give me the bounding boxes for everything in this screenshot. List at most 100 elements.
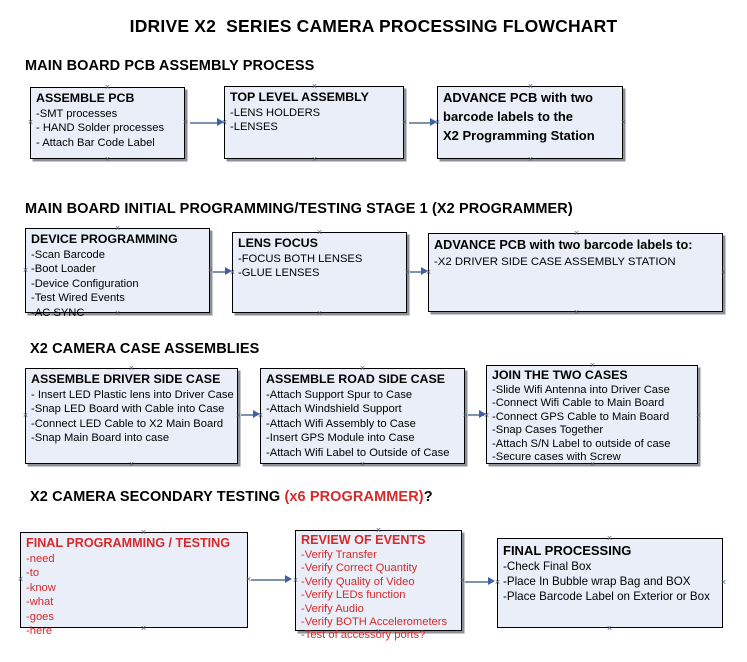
- handle-x-icon[interactable]: [26, 118, 35, 127]
- section-heading-4: X2 CAMERA SECONDARY TESTING (x6 PROGRAMM…: [30, 489, 433, 505]
- handle-x-icon[interactable]: [694, 411, 703, 420]
- connector-line: [241, 414, 257, 416]
- box-line: -SMT processes: [36, 108, 118, 120]
- handle-x-icon[interactable]: [291, 576, 300, 585]
- box-title: DEVICE PROGRAMMING: [31, 232, 178, 246]
- box-line: - HAND Solder processes: [36, 122, 165, 135]
- handle-x-icon[interactable]: [310, 155, 319, 164]
- handle-x-icon[interactable]: [400, 118, 409, 127]
- box-line: -Verify LEDs function: [301, 589, 406, 602]
- handle-x-icon[interactable]: [358, 460, 367, 469]
- box-title: FINAL PROGRAMMING / TESTING: [26, 536, 231, 550]
- box-line: -to: [26, 567, 40, 580]
- connector-line: [468, 414, 484, 416]
- handle-x-icon[interactable]: [605, 534, 614, 543]
- box-line: -Scan Barcode: [31, 249, 106, 261]
- handle-x-icon[interactable]: [103, 155, 112, 164]
- box-lens-focus[interactable]: LENS FOCUS -FOCUS BOTH LENSES -GLUE LENS…: [232, 232, 407, 313]
- handle-x-icon[interactable]: [572, 308, 581, 317]
- handle-x-icon[interactable]: [572, 229, 581, 238]
- box-assemble-driver-side-case[interactable]: ASSEMBLE DRIVER SIDE CASE - Insert LED P…: [25, 368, 238, 464]
- section-heading-4-main: X2 CAMERA SECONDARY TESTING: [30, 489, 285, 505]
- box-line: -Verify Quality of Video: [301, 575, 415, 588]
- box-line: -Attach S/N Label to outside of case: [492, 437, 671, 450]
- handle-x-icon[interactable]: [181, 118, 190, 127]
- handle-x-icon[interactable]: [526, 155, 535, 164]
- box-title: TOP LEVEL ASSEMBLY: [230, 90, 369, 104]
- box-line: -need: [26, 553, 55, 565]
- arrow-head-icon: [253, 410, 260, 418]
- box-line: -goes: [26, 610, 54, 623]
- box-title: ASSEMBLE PCB: [36, 91, 135, 105]
- box-final-programming-testing[interactable]: FINAL PROGRAMMING / TESTING -need -to -k…: [20, 532, 248, 637]
- box-join-the-two-cases[interactable]: JOIN THE TWO CASES -Slide Wifi Antenna i…: [486, 365, 698, 464]
- page-title: IDRIVE X2 SERIES CAMERA PROCESSING FLOWC…: [129, 16, 618, 36]
- handle-x-icon[interactable]: [619, 118, 628, 127]
- handle-x-icon[interactable]: [16, 575, 25, 584]
- box-line: -Test Wired Events: [31, 292, 125, 305]
- box-assemble-road-side-case[interactable]: ASSEMBLE ROAD SIDE CASE -Attach Support …: [260, 368, 465, 464]
- box-line: -Connect Wifi Cable to Main Board: [492, 397, 665, 410]
- arrow-head-icon: [225, 267, 232, 275]
- box-line: - Insert LED Plastic lens into Driver Ca…: [31, 389, 234, 401]
- handle-x-icon[interactable]: [113, 309, 122, 318]
- box-line: -Attach Wifi Label to Outside of Case: [266, 446, 450, 459]
- handle-x-icon[interactable]: [139, 528, 148, 537]
- section-heading-4-red: (x6 PROGRAMMER): [284, 489, 424, 505]
- box-final-processing[interactable]: FINAL PROCESSING -Check Final Box -Place…: [497, 538, 723, 628]
- connector-line: [213, 271, 229, 273]
- box-line: -Snap LED Board with Cable into Case: [31, 403, 225, 416]
- handle-x-icon[interactable]: [374, 526, 383, 535]
- box-line: -Connect GPS Cable to Main Board: [492, 410, 670, 423]
- section-heading-1: MAIN BOARD PCB ASSEMBLY PROCESS: [25, 58, 315, 74]
- box-top-level-assembly[interactable]: TOP LEVEL ASSEMBLY -LENS HOLDERS -LENSES: [224, 86, 404, 159]
- handle-x-icon[interactable]: [113, 224, 122, 233]
- handle-x-icon[interactable]: [605, 624, 614, 633]
- box-line: -Attach Support Spur to Case: [266, 389, 413, 401]
- box-advance-pcb-programming-station[interactable]: ADVANCE PCB with two barcode labels to t…: [437, 86, 623, 159]
- handle-x-icon[interactable]: [310, 82, 319, 91]
- handle-x-icon[interactable]: [588, 460, 597, 469]
- box-line: -Check Final Box: [503, 560, 592, 573]
- arrow-head-icon: [421, 267, 428, 275]
- handle-x-icon[interactable]: [127, 460, 136, 469]
- handle-x-icon[interactable]: [127, 364, 136, 373]
- handle-x-icon[interactable]: [374, 627, 383, 636]
- box-title: JOIN THE TWO CASES: [492, 368, 628, 382]
- box-assemble-pcb[interactable]: ASSEMBLE PCB -SMT processes - HAND Solde…: [30, 87, 185, 159]
- box-line: -FOCUS BOTH LENSES: [238, 253, 363, 265]
- box-title: ASSEMBLE ROAD SIDE CASE: [266, 372, 445, 386]
- box-line: -what: [26, 596, 54, 609]
- box-title: ADVANCE PCB with two: [443, 90, 593, 105]
- connector-line: [251, 579, 287, 581]
- box-line: -Place Barcode Label on Exterior or Box: [503, 590, 710, 603]
- handle-x-icon[interactable]: [719, 268, 728, 277]
- handle-x-icon[interactable]: [315, 309, 324, 318]
- box-line: -LENS HOLDERS: [230, 107, 321, 119]
- box-review-of-events[interactable]: REVIEW OF EVENTS -Verify Transfer -Verif…: [295, 530, 462, 641]
- handle-x-icon[interactable]: [21, 266, 30, 275]
- arrow-head-icon: [488, 577, 495, 585]
- box-line: -Connect LED Cable to X2 Main Board: [31, 417, 224, 430]
- box-advance-pcb-driver-side-case[interactable]: ADVANCE PCB with two barcode labels to: …: [428, 233, 723, 312]
- box-device-programming[interactable]: DEVICE PROGRAMMING -Scan Barcode -Boot L…: [25, 228, 210, 319]
- box-line: -Attach Windshield Support: [266, 403, 402, 416]
- box-line: -GLUE LENSES: [238, 267, 320, 280]
- handle-x-icon[interactable]: [358, 364, 367, 373]
- box-line: -Verify Correct Quantity: [301, 562, 418, 575]
- handle-x-icon[interactable]: [588, 361, 597, 370]
- box-line: -Place In Bubble wrap Bag and BOX: [503, 575, 691, 588]
- handle-x-icon[interactable]: [315, 228, 324, 237]
- box-line: -Insert GPS Module into Case: [266, 432, 415, 445]
- handle-x-icon[interactable]: [719, 578, 728, 587]
- arrow-head-icon: [217, 118, 224, 126]
- box-title: LENS FOCUS: [238, 236, 318, 250]
- handle-x-icon[interactable]: [103, 83, 112, 92]
- handle-x-icon[interactable]: [21, 411, 30, 420]
- box-title: ADVANCE PCB with two barcode labels to:: [434, 238, 693, 252]
- handle-x-icon[interactable]: [526, 82, 535, 91]
- handle-x-icon[interactable]: [139, 624, 148, 633]
- box-line: -know: [26, 581, 56, 594]
- box-line: - Attach Bar Code Label: [36, 136, 155, 149]
